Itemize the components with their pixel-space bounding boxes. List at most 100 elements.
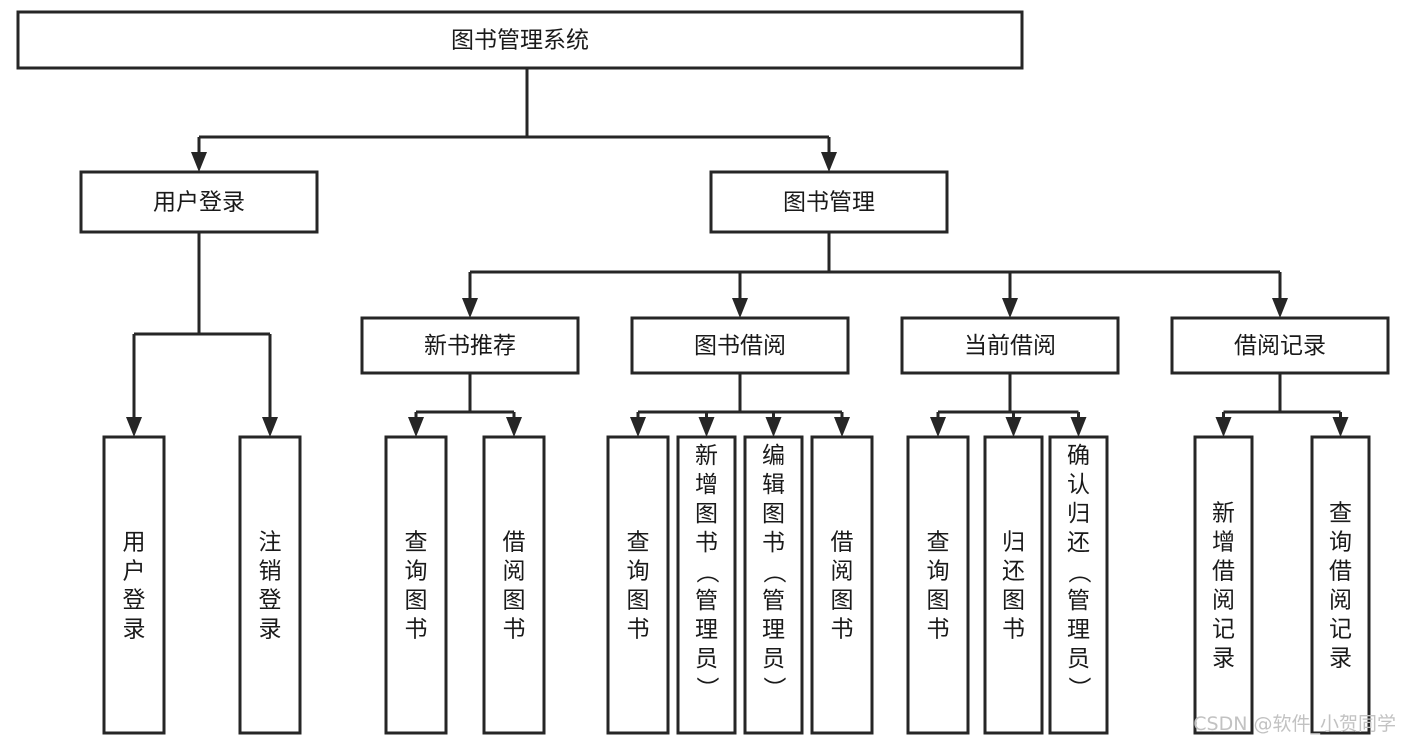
node-label-leaf-edit-book-char: 理: [762, 617, 785, 643]
node-box-leaf-query-record[interactable]: [1310, 435, 1371, 735]
node-label-leaf-query-book-cur-char: 书: [927, 617, 950, 643]
node-label-leaf-query-book-borrow-char: 图: [627, 588, 650, 614]
node-label-leaf-query-record-char: 询: [1329, 530, 1352, 556]
node-label-leaf-borrow-book-char: 书: [831, 617, 854, 643]
arrow-down-icon-leaf-add-record: [1215, 417, 1232, 437]
node-label-leaf-borrow-book-char: 借: [831, 530, 854, 556]
node-label-leaf-borrow-book-rec-char: 借: [503, 530, 526, 556]
node-label-leaf-query-book-borrow-char: 查: [627, 530, 650, 556]
node-label-leaf-query-book-rec-char: 查: [405, 530, 428, 556]
node-label-leaf-borrow-book-char: 图: [831, 588, 854, 614]
node-borrow-record[interactable]: 借阅记录: [1170, 316, 1390, 375]
node-box-leaf-user-login[interactable]: [102, 435, 166, 735]
node-box-leaf-borrow-book-rec[interactable]: [482, 435, 546, 735]
node-box-leaf-edit-book[interactable]: [743, 435, 804, 735]
node-label-leaf-query-book-rec-char: 询: [405, 559, 428, 585]
arrow-down-icon-book-borrow: [732, 298, 748, 318]
arrow-down-icon-leaf-borrow-book-rec: [506, 417, 522, 437]
node-book-borrow[interactable]: 图书借阅: [630, 316, 850, 375]
node-box-leaf-user-logout[interactable]: [238, 435, 302, 735]
node-label-leaf-query-book-borrow-char: 询: [627, 559, 650, 585]
node-label-leaf-confirm-return-char: 认: [1067, 472, 1090, 498]
node-label-leaf-return-book-char: 还: [1002, 559, 1025, 585]
node-label-leaf-add-book-char: （: [694, 561, 720, 584]
node-label-leaf-edit-book-char: ）: [761, 677, 787, 700]
node-label-leaf-add-record-char: 阅: [1212, 588, 1235, 614]
node-label-leaf-confirm-return-char: ）: [1066, 677, 1092, 700]
node-label-leaf-add-record-char: 录: [1212, 646, 1235, 672]
node-label-leaf-query-book-rec-char: 书: [405, 617, 428, 643]
node-label-borrow-record: 借阅记录: [1234, 333, 1326, 359]
node-label-leaf-confirm-return-char: 还: [1067, 530, 1090, 556]
node-box-root[interactable]: [16, 10, 1024, 70]
node-label-leaf-borrow-book-rec-char: 阅: [503, 559, 526, 585]
node-label-leaf-query-book-cur-char: 图: [927, 588, 950, 614]
node-box-book-borrow[interactable]: [630, 316, 850, 375]
node-label-leaf-add-book-char: 书: [695, 530, 718, 556]
node-label-leaf-user-logout-char: 登: [259, 588, 282, 614]
node-label-leaf-add-record-char: 新: [1212, 501, 1235, 527]
node-label-leaf-confirm-return-char: 员: [1067, 646, 1090, 672]
node-box-current-borrow[interactable]: [900, 316, 1120, 375]
node-label-leaf-edit-book-char: 管: [762, 588, 785, 614]
node-label-leaf-borrow-book-rec-char: 图: [503, 588, 526, 614]
node-label-leaf-borrow-book-rec-char: 书: [503, 617, 526, 643]
node-label-leaf-add-book-char: ）: [694, 677, 720, 700]
node-label-leaf-user-login-char: 登: [123, 588, 146, 614]
node-label-leaf-add-book-char: 增: [695, 472, 718, 498]
node-label-leaf-query-record-char: 录: [1329, 646, 1352, 672]
node-label-book-manage: 图书管理: [783, 190, 875, 216]
arrow-down-icon-current-borrow: [1002, 298, 1018, 318]
node-label-leaf-user-login-char: 用: [123, 530, 146, 556]
connectors-layer: [126, 68, 1349, 437]
node-box-new-book-rec[interactable]: [360, 316, 580, 375]
node-current-borrow[interactable]: 当前借阅: [900, 316, 1120, 375]
arrow-down-icon-leaf-add-book: [698, 417, 715, 437]
node-label-leaf-query-record-char: 查: [1329, 501, 1352, 527]
arrow-down-icon-borrow-record: [1272, 298, 1288, 318]
node-label-user-login: 用户登录: [153, 190, 245, 216]
node-box-leaf-confirm-return[interactable]: [1048, 435, 1109, 735]
node-box-book-manage[interactable]: [709, 170, 949, 234]
arrow-down-icon-leaf-borrow-book: [834, 417, 850, 437]
node-label-leaf-query-book-rec-char: 图: [405, 588, 428, 614]
node-box-user-login[interactable]: [79, 170, 319, 234]
node-box-leaf-add-record[interactable]: [1193, 435, 1254, 735]
node-user-login[interactable]: 用户登录: [79, 170, 319, 234]
node-label-leaf-edit-book-char: 编: [762, 443, 785, 469]
node-label-book-borrow: 图书借阅: [694, 333, 786, 359]
node-leaf-user-login[interactable]: 用户登录: [102, 435, 166, 735]
csdn-watermark: CSDN @软件_小贺同学: [1193, 713, 1396, 735]
node-book-manage[interactable]: 图书管理: [709, 170, 949, 234]
node-label-leaf-confirm-return-char: 归: [1067, 501, 1090, 527]
node-label-leaf-query-book-borrow-char: 书: [627, 617, 650, 643]
node-box-leaf-borrow-book[interactable]: [810, 435, 874, 735]
node-new-book-rec[interactable]: 新书推荐: [360, 316, 580, 375]
node-label-leaf-user-login-char: 户: [123, 559, 146, 585]
node-box-leaf-add-book[interactable]: [676, 435, 737, 735]
node-root[interactable]: 图书管理系统: [16, 10, 1024, 70]
node-label-leaf-edit-book-char: 员: [762, 646, 785, 672]
node-box-leaf-query-book-rec[interactable]: [384, 435, 448, 735]
node-box-leaf-query-book-borrow[interactable]: [606, 435, 670, 735]
node-box-borrow-record[interactable]: [1170, 316, 1390, 375]
node-label-leaf-user-logout-char: 录: [259, 617, 282, 643]
node-label-leaf-return-book-char: 书: [1002, 617, 1025, 643]
node-box-leaf-query-book-cur[interactable]: [906, 435, 970, 735]
arrow-down-icon-leaf-query-book-borrow: [630, 417, 646, 437]
node-box-leaf-return-book[interactable]: [983, 435, 1044, 735]
node-label-leaf-add-book-char: 员: [695, 646, 718, 672]
